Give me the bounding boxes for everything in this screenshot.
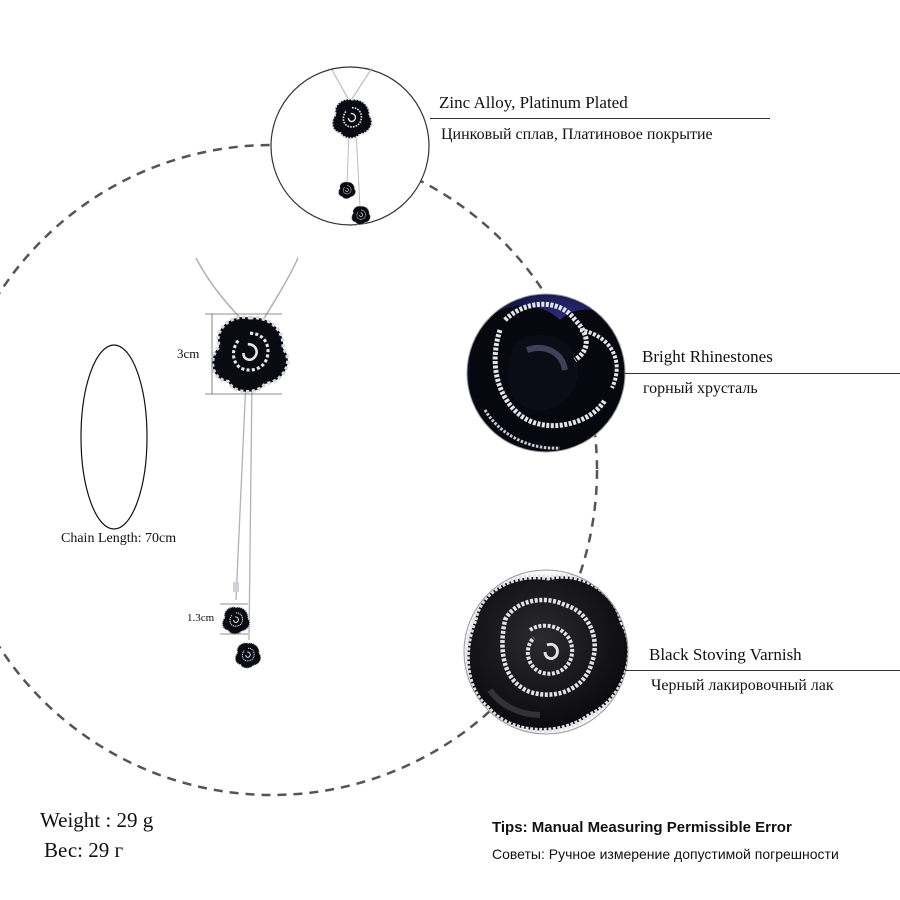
weight-ru: Вес: 29 г <box>44 838 124 862</box>
varnish-title: Black Stoving Varnish <box>649 645 802 664</box>
rhinestones-title: Bright Rhinestones <box>642 347 773 366</box>
top-inset-necklace <box>331 67 373 226</box>
material-title: Zinc Alloy, Platinum Plated <box>439 93 628 112</box>
rhinestones-zoom-circle <box>466 293 626 453</box>
varnish-subtitle: Черный лакировочный лак <box>651 677 834 694</box>
tips-ru: Советы: Ручное измерение допустимой погр… <box>492 846 839 862</box>
top-inset-circle <box>270 66 430 226</box>
pendant-size-label: 3cm <box>177 346 200 361</box>
material-subtitle: Цинковый сплав, Платиновое покрытие <box>441 126 713 143</box>
chain-length-label: Chain Length: 70cm <box>61 531 177 546</box>
weight-en: Weight : 29 g <box>40 808 154 832</box>
small-pendant-size-label: 1.3cm <box>187 612 215 624</box>
rhinestones-subtitle: горный хрусталь <box>643 380 758 397</box>
material-divider <box>430 118 770 119</box>
chain-length-oval <box>80 344 148 530</box>
rhinestones-divider <box>625 373 900 374</box>
main-necklace <box>195 257 299 669</box>
tips-en: Tips: Manual Measuring Permissible Error <box>492 819 792 836</box>
varnish-zoom-circle <box>463 569 629 735</box>
varnish-divider <box>625 670 900 671</box>
dashed-outline-circle <box>0 143 599 797</box>
